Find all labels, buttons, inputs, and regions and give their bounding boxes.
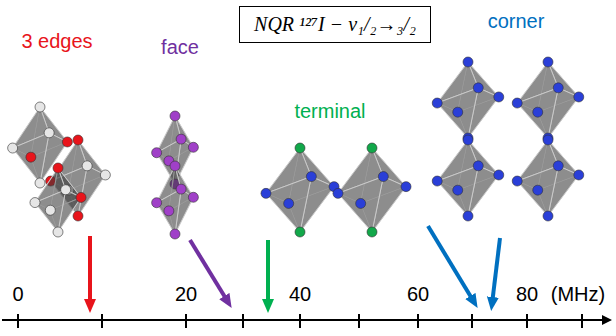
octahedra — [8, 57, 584, 239]
frequency-axis — [2, 319, 610, 321]
iodine-atom — [453, 107, 463, 117]
structure-label: terminal — [294, 100, 365, 122]
iodine-atom — [35, 102, 45, 112]
tick-label: 80 — [516, 283, 538, 305]
iodine-atom — [378, 172, 388, 182]
iodine-atom — [73, 135, 83, 145]
tick-label: 60 — [407, 283, 429, 305]
iodine-atom — [553, 83, 563, 93]
iodine-atom — [473, 83, 483, 93]
structure-label: corner — [488, 10, 545, 32]
octahedron — [152, 161, 199, 239]
iodine-atom — [73, 211, 83, 221]
tick-label: 0 — [12, 283, 23, 305]
iodine-atom — [30, 198, 40, 208]
octahedron-face — [437, 166, 478, 216]
octahedron-face — [437, 88, 478, 138]
octahedron-face — [338, 177, 383, 232]
pointer-arrow — [88, 236, 92, 306]
tick-label: 20 — [175, 283, 197, 305]
pointer-arrow — [428, 226, 474, 302]
iodine-atom — [26, 152, 36, 162]
iodine-atom — [401, 182, 411, 192]
iodine-atom — [176, 134, 186, 144]
iodine-atom — [463, 135, 473, 145]
octahedron — [432, 135, 504, 221]
iodine-atom — [306, 172, 316, 182]
iodine-atom — [170, 161, 180, 171]
iodine-atom — [432, 176, 442, 186]
pointer-arrow — [266, 240, 270, 306]
octahedron-face — [13, 133, 49, 183]
axis-unit: (MHz) — [551, 283, 605, 305]
iodine-atom — [261, 188, 271, 198]
iodine-atom — [463, 57, 473, 67]
iodine-atom — [44, 128, 54, 138]
octahedron-face — [517, 88, 558, 138]
iodine-atom — [53, 163, 63, 173]
iodine-atom — [35, 178, 45, 188]
octahedron — [512, 57, 584, 143]
iodine-atom — [543, 57, 553, 67]
octahedron-face — [157, 189, 181, 234]
iodine-atom — [473, 161, 483, 171]
iodine-atom — [53, 227, 63, 237]
formula-box: NQR ¹²⁷I − ν₁/₂→₃/₂ — [239, 6, 431, 43]
iodine-atom — [284, 198, 294, 208]
iodine-atom — [100, 170, 110, 180]
octahedron — [432, 57, 504, 143]
iodine-atom — [543, 211, 553, 221]
iodine-atom — [367, 227, 377, 237]
iodine-atom — [61, 185, 71, 195]
octahedron — [512, 135, 584, 221]
iodine-atom — [188, 142, 198, 152]
iodine-atom — [453, 185, 463, 195]
iodine-atom — [553, 161, 563, 171]
octahedron — [30, 163, 86, 237]
iodine-atom — [164, 206, 174, 216]
iodine-atom — [367, 143, 377, 153]
iodine-atom — [463, 211, 473, 221]
iodine-atom — [170, 229, 180, 239]
structure-label: 3 edges — [21, 30, 92, 52]
iodine-atom — [62, 137, 72, 147]
iodine-atom — [295, 227, 305, 237]
octahedron-face — [35, 190, 66, 232]
tick-label: 40 — [289, 283, 311, 305]
octahedron-face — [266, 177, 311, 232]
structure-label: face — [161, 36, 199, 58]
iodine-atom — [432, 98, 442, 108]
iodine-atom — [8, 143, 18, 153]
iodine-atom — [512, 176, 522, 186]
iodine-atom — [574, 170, 584, 180]
iodine-atom — [295, 143, 305, 153]
octahedron — [333, 143, 411, 237]
iodine-atom — [76, 192, 86, 202]
iodine-atom — [170, 111, 180, 121]
iodine-atom — [543, 135, 553, 145]
formula-text: NQR ¹²⁷I − ν₁/₂→₃/₂ — [254, 13, 416, 35]
iodine-atom — [512, 98, 522, 108]
iodine-atom — [494, 170, 504, 180]
octahedron — [261, 143, 339, 237]
pointer-arrow — [492, 238, 500, 304]
iodine-atom — [333, 188, 343, 198]
iodine-atom — [176, 184, 186, 194]
iodine-atom — [45, 205, 55, 215]
iodine-atom — [574, 92, 584, 102]
iodine-atom — [188, 192, 198, 202]
iodine-atom — [533, 185, 543, 195]
iodine-atom — [152, 198, 162, 208]
octahedron-face — [517, 166, 558, 216]
iodine-atom — [152, 148, 162, 158]
iodine-atom — [356, 198, 366, 208]
iodine-atom — [494, 92, 504, 102]
iodine-atom — [533, 107, 543, 117]
iodine-atom — [82, 161, 92, 171]
